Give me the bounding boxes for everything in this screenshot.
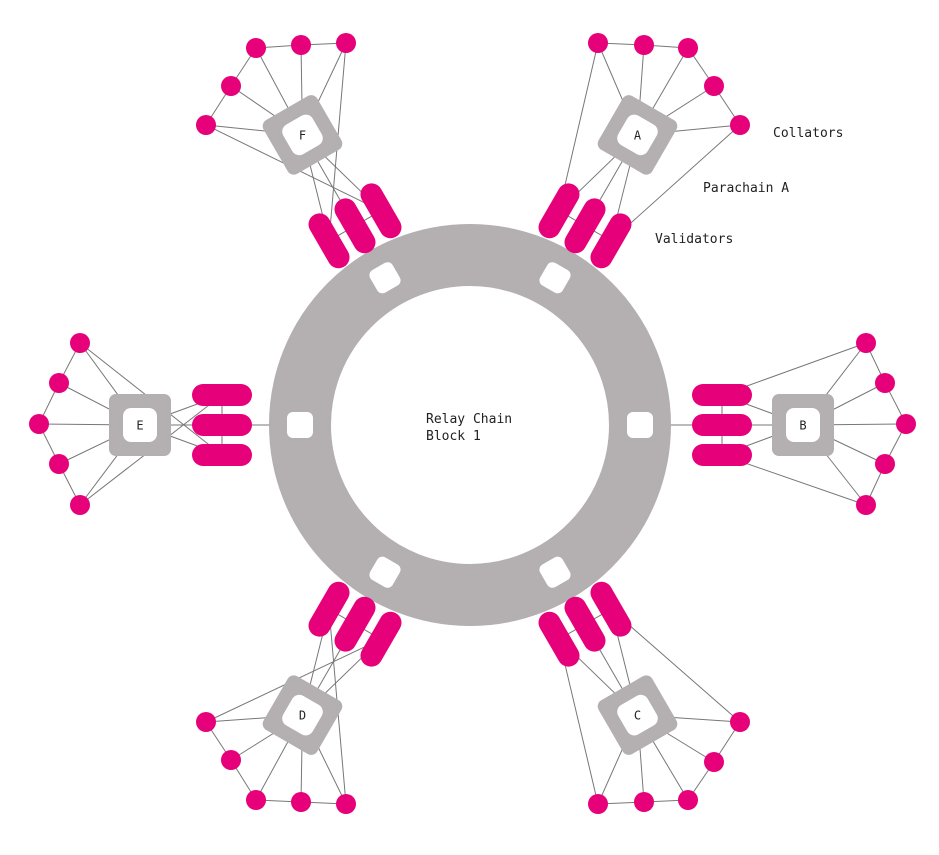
collator-dot-e-2 [49,373,69,393]
parachain-node-inner-c [617,694,658,736]
collator-dot-e-3 [29,414,49,434]
relay-slot-a [539,262,571,294]
collators-annotation: Collators [773,126,843,141]
validator-pill-f-2 [334,198,376,254]
collator-dot-d-5 [336,794,356,814]
parachain-label-d: D [299,709,306,723]
relay-slot-c [539,556,571,588]
validator-pill-e-2 [192,414,252,436]
parachain-node-inner-b [786,408,820,442]
collator-dot-b-3 [896,414,916,434]
collator-dot-d-3 [246,790,266,810]
collator-dot-b-4 [875,454,895,474]
validator-pill-d-1 [360,611,402,667]
parachain-annotation: Parachain A [703,181,789,196]
collator-dot-f-5 [196,115,216,135]
collator-dot-d-1 [196,712,216,732]
parachain-node-inner-a [617,114,658,156]
collator-dot-e-4 [49,454,69,474]
collator-dot-d-4 [291,792,311,812]
collator-dot-e-5 [70,495,90,515]
validator-pill-e-3 [192,384,252,406]
collator-dot-b-5 [856,495,876,515]
parachain-node-inner-f [282,114,323,156]
validator-pill-d-2 [334,596,376,652]
parachain-label-f: F [299,128,306,142]
validator-pill-f-1 [308,213,350,269]
collator-dot-a-3 [678,38,698,58]
validator-pill-b-2 [692,414,752,436]
collator-dot-c-2 [704,752,724,772]
validator-pill-d-3 [308,581,350,637]
parachain-node-inner-d [282,694,323,736]
validators-annotation: Validators [655,232,733,247]
parachain-node-inner-e [123,408,157,442]
relay-chain-label-line2: Block 1 [426,429,481,444]
relay-slot-d [369,556,401,588]
validator-pill-f-3 [360,183,402,239]
validator-pill-c-2 [564,596,606,652]
collator-dot-b-1 [856,333,876,353]
validator-pill-c-1 [590,581,632,637]
relay-slot-f [369,262,401,294]
relay-chain-label-line1: Relay Chain [426,412,512,427]
validator-pill-a-1 [538,183,580,239]
collator-dot-a-5 [730,115,750,135]
relay-slot-e [287,412,313,438]
collator-validator-line [610,608,741,723]
collator-validator-line [558,639,599,805]
collator-dot-e-1 [70,333,90,353]
collator-dot-f-2 [291,35,311,55]
collator-dot-a-2 [634,35,654,55]
relay-chain-slots [287,262,653,588]
validator-pill-a-2 [564,198,606,254]
validator-pill-c-3 [538,611,580,667]
collator-dot-f-3 [246,38,266,58]
collator-dot-f-1 [336,33,356,53]
collator-dot-c-3 [678,790,698,810]
validator-pill-e-1 [192,444,252,466]
collator-dot-c-5 [588,794,608,814]
collator-validator-line [610,124,741,242]
collator-validator-line [558,42,599,211]
collator-dot-c-1 [730,712,750,732]
collator-dot-a-4 [704,76,724,96]
validator-pill-a-3 [590,213,632,269]
parachain-label-a: A [634,128,642,142]
parachain-label-c: C [634,709,641,723]
parachain-groups: A B C D E F [29,33,916,814]
collator-dot-c-4 [634,792,654,812]
collator-dot-b-2 [875,373,895,393]
collator-dot-f-4 [221,76,241,96]
validator-pill-b-3 [692,444,752,466]
validator-pill-b-1 [692,384,752,406]
collator-dot-d-2 [221,750,241,770]
parachain-label-b: B [799,419,806,433]
relay-slot-b [627,412,653,438]
parachain-label-e: E [136,419,143,433]
collator-dot-a-1 [588,33,608,53]
